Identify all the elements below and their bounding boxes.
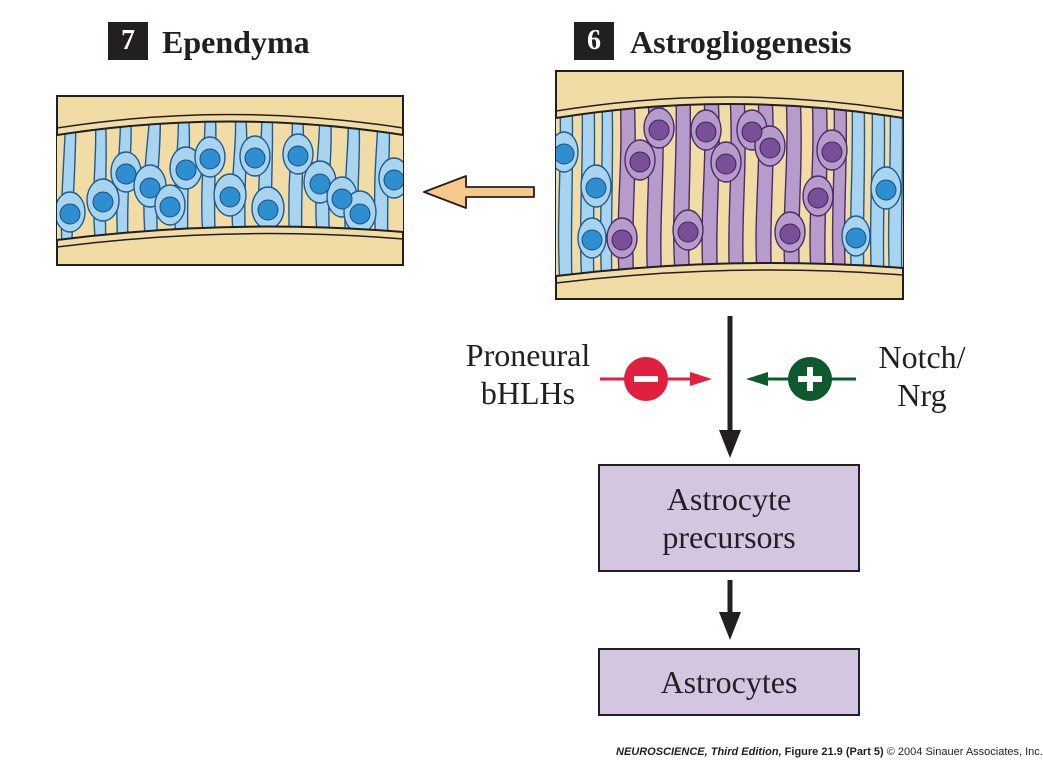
transition-arrow xyxy=(423,175,535,209)
inhibitor-label: Proneural bHLHs xyxy=(454,336,602,412)
stage-7-title: Ependyma xyxy=(162,24,310,60)
inhibitor-label-line2: bHLHs xyxy=(480,375,576,411)
figure-credit: NEUROSCIENCE, Third Edition, Figure 21.9… xyxy=(616,746,1043,758)
inhibitor-signal xyxy=(600,357,712,401)
stage-6-title: Astrogliogenesis xyxy=(630,24,852,60)
astrogliogenesis-panel xyxy=(555,70,904,300)
stage-6-badge: 6 xyxy=(574,22,614,60)
promoter-label-line1: Notch/ xyxy=(878,339,966,375)
precursors-line2: precursors xyxy=(662,519,796,555)
astrocytes-label: Astrocytes xyxy=(660,664,798,700)
credit-figure: Figure 21.9 (Part 5) xyxy=(781,746,884,758)
main-pathway-arrow xyxy=(719,316,741,458)
promoter-signal xyxy=(746,357,856,401)
ependyma-panel xyxy=(56,95,404,266)
stage-7-badge: 7 xyxy=(108,22,148,60)
astrocytes-box: Astrocytes xyxy=(598,648,860,716)
credit-edition: Third Edition, xyxy=(707,746,782,758)
inhibitor-label-line1: Proneural xyxy=(465,337,591,373)
credit-copyright: © 2004 Sinauer Associates, Inc. xyxy=(883,746,1043,758)
astrocyte-precursors-box: Astrocyte precursors xyxy=(598,464,860,572)
credit-book: NEUROSCIENCE, xyxy=(616,746,708,758)
promoter-label: Notch/ Nrg xyxy=(866,338,978,414)
promoter-label-line2: Nrg xyxy=(897,377,947,413)
precursors-line1: Astrocyte xyxy=(666,481,792,517)
maturation-arrow xyxy=(719,580,741,640)
